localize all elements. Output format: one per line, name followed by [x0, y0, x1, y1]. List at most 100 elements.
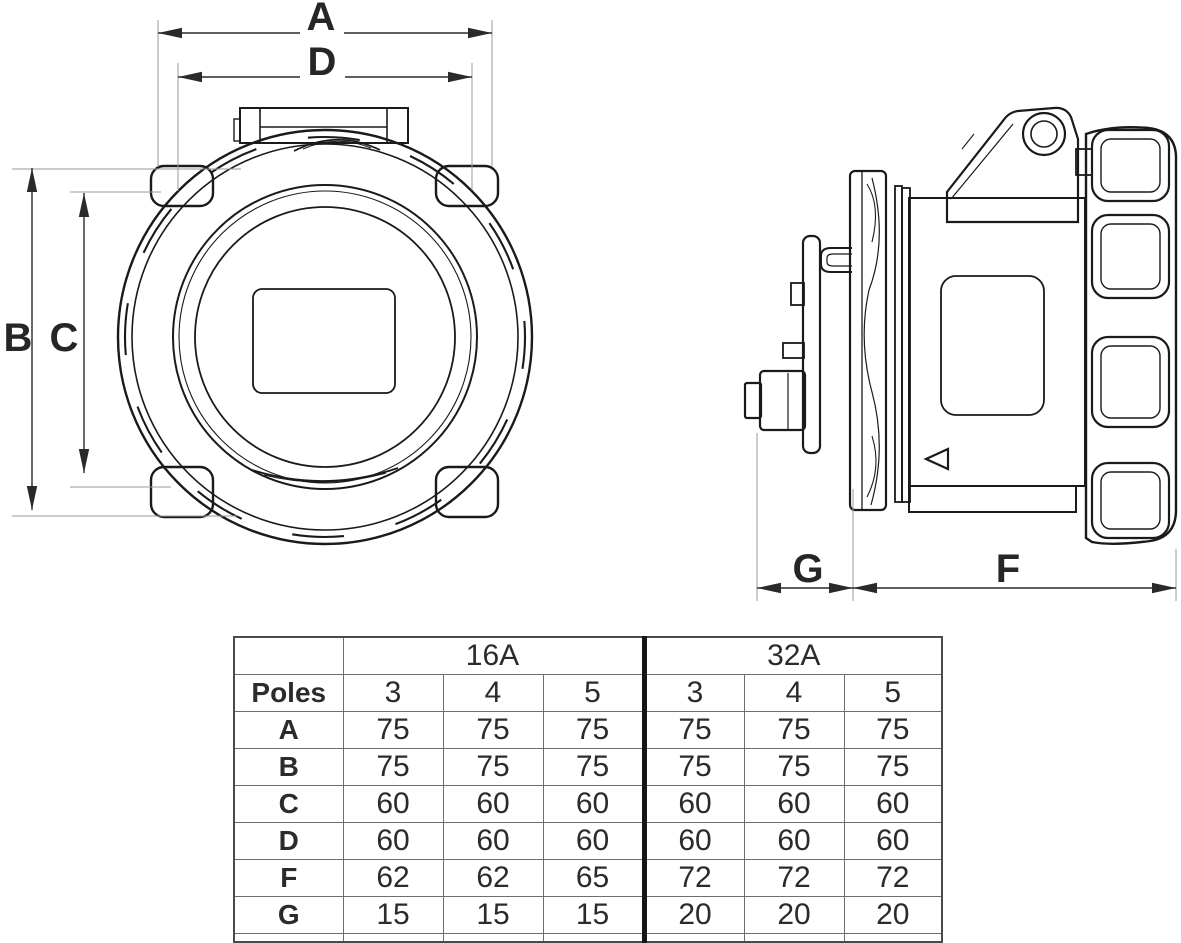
- rear-plate: [801, 234, 822, 455]
- table-cell: 60: [542, 785, 645, 823]
- cable-entry-tip: [743, 381, 763, 420]
- front-view-drawing: [116, 107, 534, 546]
- hinge-pocket-arc: [293, 138, 381, 152]
- table-cell: 60: [342, 785, 444, 823]
- grip-rib-1-inner: [1100, 138, 1161, 193]
- table-cell: 15: [442, 896, 544, 934]
- table-cell: 75: [843, 748, 943, 786]
- poles-row-label: Poles: [233, 674, 344, 712]
- latch-arc: [251, 467, 399, 482]
- table-cell: 60: [743, 785, 845, 823]
- row-label: G: [233, 896, 344, 934]
- mounting-ear-top-left: [149, 164, 215, 208]
- table-cell: 62: [342, 859, 444, 897]
- table-cell: 15: [342, 896, 444, 934]
- dimension-a-label: A: [307, 0, 336, 39]
- face-ring-outer: [172, 184, 478, 490]
- side-body: [908, 197, 1086, 487]
- table-poles-row: Poles 3 4 5 3 4 5: [233, 674, 943, 712]
- grip-sleeve: [1084, 126, 1178, 545]
- dimension-d-label: D: [308, 40, 337, 84]
- group-header-32a: 32A: [641, 636, 943, 675]
- table-cell: 60: [843, 785, 943, 823]
- body-recess: [940, 275, 1045, 416]
- table-corner-cell: [233, 636, 344, 675]
- table-cell: 62: [442, 859, 544, 897]
- grip-rib-2: [1090, 213, 1171, 300]
- table-cell: 75: [342, 748, 444, 786]
- table-cell: 75: [442, 711, 544, 749]
- table-cell: 75: [342, 711, 444, 749]
- alignment-triangle-marker: [923, 447, 950, 471]
- table-cell: 60: [342, 822, 444, 860]
- table-cell: 75: [542, 748, 645, 786]
- row-label: A: [233, 711, 344, 749]
- gasket-plate-1: [894, 185, 903, 503]
- grip-rib-4: [1090, 461, 1171, 540]
- center-window: [252, 288, 396, 394]
- technical-drawing: A D B C: [4, 0, 1178, 601]
- table-row-f: F 62 62 65 72 72 72: [233, 859, 943, 897]
- side-flange: [848, 169, 888, 512]
- dimension-f-label: F: [996, 547, 1020, 591]
- outer-ring: [116, 128, 534, 546]
- table-group-header-row: 16A 32A: [233, 636, 943, 675]
- table-cell: 65: [542, 859, 645, 897]
- table-cell: 15: [542, 896, 645, 934]
- table-cell: 60: [843, 822, 943, 860]
- grip-rib-4-inner: [1100, 471, 1161, 530]
- rear-fittings: [743, 234, 852, 455]
- table-cell: 75: [442, 748, 544, 786]
- grip-rib-2-inner: [1100, 223, 1161, 290]
- table-cell: 5: [542, 674, 645, 712]
- side-body-base: [908, 485, 1077, 513]
- table-row-g: G 15 15 15 20 20 20: [233, 896, 943, 934]
- grip-rib-3-inner: [1100, 345, 1161, 419]
- cable-entry-boss: [758, 369, 807, 432]
- hinge-ring-outer: [1021, 111, 1067, 157]
- table-cell: 20: [743, 896, 845, 934]
- table-cell: 60: [641, 822, 745, 860]
- table-cell-empty: [641, 933, 745, 943]
- dimension-g-label: G: [792, 547, 823, 591]
- hinge-pocket-arc-inner: [302, 140, 372, 150]
- table-cell: 75: [542, 711, 645, 749]
- extension-lines-side: [756, 433, 1177, 601]
- table-cell: 60: [641, 785, 745, 823]
- table-cell: 60: [442, 822, 544, 860]
- rear-clip: [820, 247, 852, 273]
- table-cell: 60: [743, 822, 845, 860]
- table-row-d: D 60 60 60 60 60 60: [233, 822, 943, 860]
- contact-face: [194, 206, 456, 468]
- table-cell: 75: [843, 711, 943, 749]
- table-cell: 72: [843, 859, 943, 897]
- table-cell: 60: [542, 822, 645, 860]
- row-label: B: [233, 748, 344, 786]
- table-cell-empty: [542, 933, 645, 943]
- side-view-drawing: [743, 106, 1178, 545]
- table-cell: 75: [743, 711, 845, 749]
- table-row-c: C 60 60 60 60 60 60: [233, 785, 943, 823]
- dimension-arrowheads-side: [757, 582, 1176, 594]
- table-cell: 75: [641, 748, 745, 786]
- table-cell: 20: [641, 896, 745, 934]
- hinge-ring-inner: [1030, 120, 1058, 148]
- grip-rib-1: [1090, 128, 1171, 203]
- table-cell: 4: [442, 674, 544, 712]
- row-label: C: [233, 785, 344, 823]
- dimension-b-label: B: [4, 316, 33, 360]
- table-cell: 60: [442, 785, 544, 823]
- table-cell-empty: [843, 933, 943, 943]
- front-view-dimensions: A D B C: [4, 0, 493, 517]
- table-cell-empty: [233, 933, 344, 943]
- table-row-b: B 75 75 75 75 75 75: [233, 748, 943, 786]
- table-cell: 75: [641, 711, 745, 749]
- face-ring-inner: [178, 190, 472, 484]
- row-label: D: [233, 822, 344, 860]
- dimension-lines: [31, 32, 492, 510]
- table-cell: 72: [743, 859, 845, 897]
- coupling-ring: [131, 143, 519, 531]
- extension-lines: [12, 20, 493, 517]
- table-cell: 75: [743, 748, 845, 786]
